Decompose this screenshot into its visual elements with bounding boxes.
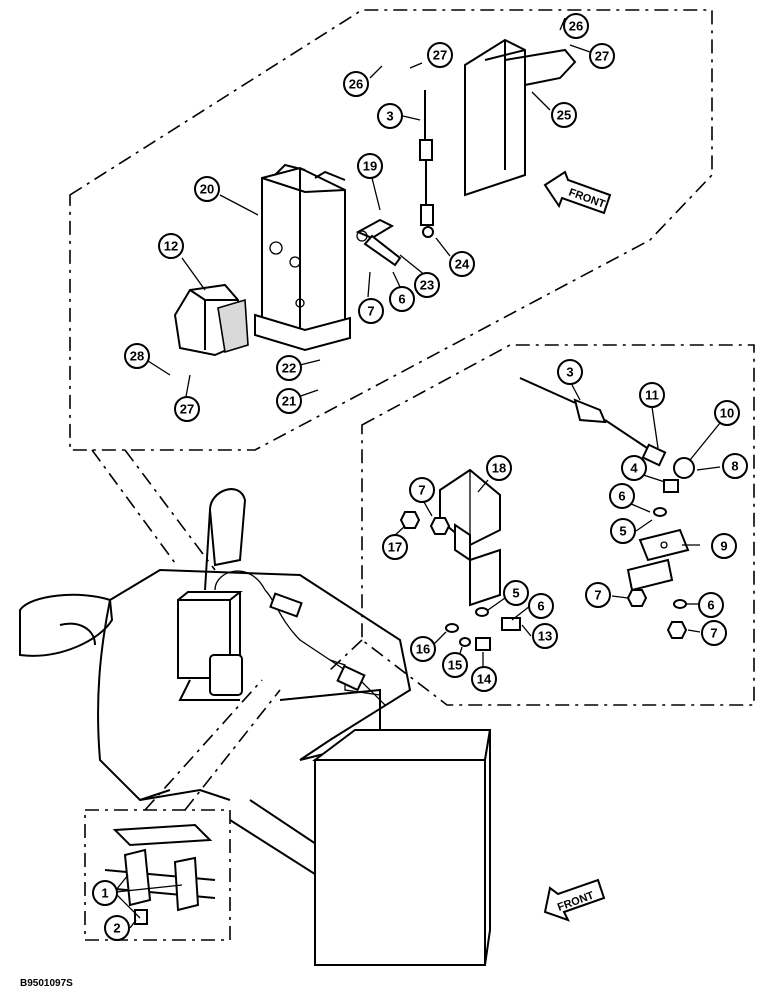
lever-9 — [626, 528, 690, 592]
callout-number: 10 — [720, 406, 734, 421]
callout-balloon: 7 — [409, 477, 435, 503]
callout-number: 5 — [512, 586, 519, 601]
callout-number: 24 — [455, 257, 470, 272]
callout-number: 1 — [101, 886, 108, 901]
callout-balloon: 9 — [711, 533, 737, 559]
callout-balloon: 28 — [124, 343, 150, 369]
bracket-18 — [439, 468, 501, 607]
callout-balloon: 27 — [427, 42, 453, 68]
callout-balloon: 1 — [92, 880, 118, 906]
callout-balloon: 25 — [551, 102, 577, 128]
callout-balloon: 13 — [532, 623, 558, 649]
callout-balloon: 26 — [563, 13, 589, 39]
callout-balloon: 15 — [442, 652, 468, 678]
callout-number: 19 — [363, 159, 377, 174]
callout-number: 17 — [388, 540, 402, 555]
callout-balloon: 5 — [610, 518, 636, 544]
callout-number: 8 — [731, 459, 738, 474]
callout-balloon: 3 — [377, 103, 403, 129]
callout-number: 4 — [630, 461, 638, 476]
callout-balloon: 8 — [722, 453, 748, 479]
callout-balloon: 7 — [585, 582, 611, 608]
callout-balloon: 6 — [528, 593, 554, 619]
callout-balloon: 11 — [639, 382, 665, 408]
callout-balloon: 7 — [701, 620, 727, 646]
callout-number: 26 — [349, 77, 363, 92]
bellcrank-19 — [355, 218, 402, 267]
injection-pump-assembly — [177, 570, 386, 706]
callout-balloon: 6 — [698, 592, 724, 618]
callout-number: 7 — [594, 588, 601, 603]
callout-balloon: 2 — [104, 915, 130, 941]
callout-balloon: 4 — [621, 455, 647, 481]
cable-3-top — [419, 90, 434, 238]
callout-number: 16 — [416, 642, 430, 657]
callout-balloon: 10 — [714, 400, 740, 426]
front-arrow-bottom: FRONT — [543, 878, 606, 922]
callout-balloon: 24 — [449, 251, 475, 277]
callout-balloon: 16 — [410, 636, 436, 662]
detail-panel-top — [69, 9, 713, 571]
callout-number: 9 — [720, 539, 727, 554]
callout-number: 20 — [200, 182, 214, 197]
drawing-code: B9501097S — [20, 978, 73, 989]
callout-balloon: 26 — [343, 71, 369, 97]
frame-and-battery-box — [229, 688, 492, 966]
clamp-detail — [104, 823, 216, 925]
callout-number: 13 — [538, 629, 552, 644]
callout-number: 7 — [710, 626, 717, 641]
callout-balloon: 23 — [414, 272, 440, 298]
callout-number: 27 — [595, 49, 609, 64]
callout-number: 23 — [420, 278, 434, 293]
callout-number: 26 — [569, 19, 583, 34]
callout-number: 12 — [164, 239, 178, 254]
detail-panel-right — [329, 344, 755, 706]
callout-number: 6 — [618, 489, 625, 504]
engine-assembly — [19, 488, 412, 802]
callout-balloon: 12 — [158, 233, 184, 259]
callout-number: 6 — [707, 598, 714, 613]
callout-number: 3 — [566, 365, 573, 380]
callout-balloon: 22 — [276, 355, 302, 381]
solenoid-12 — [173, 283, 249, 357]
callout-number: 15 — [448, 658, 462, 673]
callout-balloon: 6 — [389, 286, 415, 312]
callout-number: 2 — [113, 921, 120, 936]
callout-balloon: 7 — [358, 298, 384, 324]
callout-balloon: 27 — [589, 43, 615, 69]
callout-number: 27 — [180, 402, 194, 417]
callout-number: 28 — [130, 349, 144, 364]
callout-balloon: 17 — [382, 534, 408, 560]
detail-panel-bottom — [84, 679, 281, 941]
callout-balloon: 27 — [174, 396, 200, 422]
leader-lines — [115, 17, 721, 929]
callout-balloon: 14 — [471, 666, 497, 692]
front-arrow-top: FRONT — [543, 170, 612, 215]
callout-balloon: 20 — [194, 176, 220, 202]
callout-number: 7 — [418, 483, 425, 498]
callout-balloon: 19 — [357, 153, 383, 179]
callout-number: 22 — [282, 361, 296, 376]
callout-number: 21 — [282, 394, 296, 409]
callout-number: 6 — [398, 292, 405, 307]
callout-number: 7 — [367, 304, 374, 319]
callout-balloon: 6 — [609, 483, 635, 509]
callout-number: 18 — [492, 461, 506, 476]
actuator-bracket — [254, 163, 351, 352]
callout-balloon: 21 — [276, 388, 302, 414]
callout-balloon: 5 — [503, 580, 529, 606]
cable-3-right — [519, 377, 695, 479]
callout-number: 14 — [477, 672, 492, 687]
callout-number: 25 — [557, 108, 571, 123]
callout-number: 5 — [619, 524, 626, 539]
callout-number: 6 — [537, 599, 544, 614]
callout-number: 27 — [433, 48, 447, 63]
hardware-right — [399, 479, 688, 651]
callout-balloon: 3 — [557, 359, 583, 385]
callout-number: 11 — [645, 388, 659, 403]
bracket-25 — [464, 38, 577, 197]
callout-number: 3 — [386, 109, 393, 124]
callout-balloon: 18 — [486, 455, 512, 481]
